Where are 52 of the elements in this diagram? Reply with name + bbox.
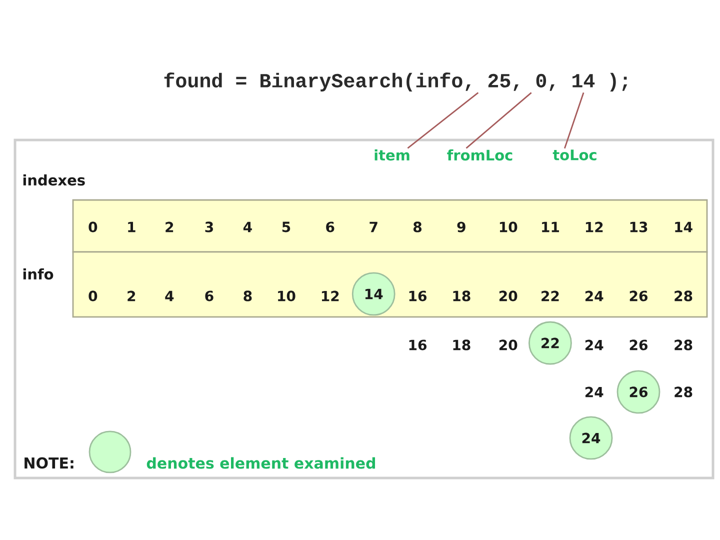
- array-value: 24: [585, 290, 604, 302]
- index-number: 14: [675, 222, 692, 232]
- index-number: 9: [457, 222, 466, 232]
- index-number: 6: [326, 222, 334, 232]
- circled-number: 26: [616, 370, 660, 414]
- index-number: 0: [88, 222, 98, 232]
- circled-number: 22: [528, 321, 572, 365]
- array-value: 26: [630, 290, 648, 302]
- array-value: 16: [409, 290, 426, 302]
- array-value: 20: [499, 290, 518, 302]
- array-value: 22: [542, 290, 559, 302]
- array-value: 2: [128, 290, 136, 302]
- leader-line: [407, 92, 479, 149]
- note-label: NOTE:: [24, 457, 74, 469]
- index-number: 1: [128, 222, 136, 232]
- index-number: 4: [243, 222, 252, 232]
- parameter-label: item: [374, 149, 410, 161]
- parameter-label: fromLoc: [447, 149, 512, 161]
- array-value: 18: [453, 340, 470, 350]
- array-value: 0: [88, 290, 98, 302]
- code-line: found = BinarySearch(info, 25, 0, 14 );: [164, 72, 628, 92]
- index-number: 13: [630, 222, 648, 232]
- index-number: 11: [542, 222, 559, 232]
- index-number: 12: [586, 222, 603, 232]
- index-number: 10: [500, 222, 518, 232]
- row-heading: indexes: [23, 174, 85, 186]
- circled-number: 14: [352, 272, 396, 316]
- circled-number: 24: [569, 416, 613, 460]
- parameter-label: toLoc: [552, 150, 596, 160]
- array-value: 24: [585, 386, 604, 398]
- array-value: 26: [630, 340, 648, 350]
- array-value: 12: [322, 290, 339, 302]
- array-value: 18: [453, 290, 470, 302]
- array-value: 4: [165, 290, 174, 302]
- index-number: 3: [205, 222, 213, 232]
- index-number: 7: [370, 222, 378, 232]
- array-value: 28: [674, 386, 692, 398]
- legend-text: denotes element examined: [146, 457, 375, 469]
- index-number: 5: [282, 222, 290, 232]
- array-value: 16: [409, 340, 426, 350]
- array-value: 24: [585, 340, 604, 350]
- array-value: 8: [244, 290, 252, 302]
- leader-line: [564, 92, 584, 149]
- array-value: 6: [205, 290, 214, 302]
- array-value: 28: [674, 290, 692, 302]
- array-value: 28: [674, 340, 692, 350]
- index-number: 2: [166, 222, 174, 232]
- array-value: 10: [278, 290, 296, 302]
- panel-frame: [14, 138, 714, 480]
- index-number: 8: [414, 222, 422, 232]
- leader-line: [466, 92, 532, 149]
- row-heading: info: [23, 268, 54, 280]
